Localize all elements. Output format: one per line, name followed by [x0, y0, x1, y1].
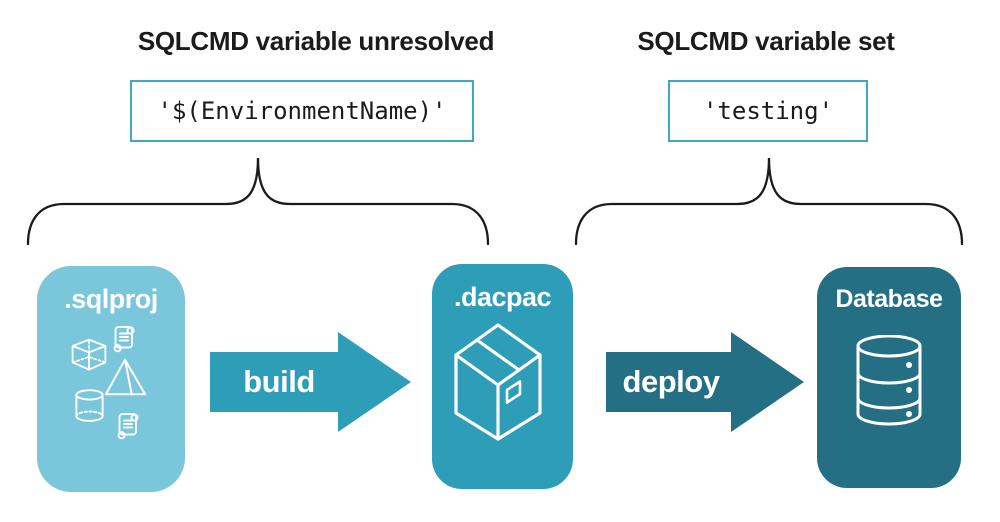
deploy-arrow-label: deploy [622, 364, 720, 399]
heading-sqlcmd-set: SQLCMD variable set [637, 26, 895, 56]
deploy-arrow-shape [606, 332, 804, 432]
stage-sqlproj-label: .sqlproj [64, 284, 158, 314]
stage-database: Database [817, 267, 961, 488]
database-icon [853, 335, 925, 429]
code-box-environment-variable: '$(EnvironmentName)' [130, 80, 474, 142]
deploy-arrow: deploy [606, 330, 806, 434]
heading-sqlcmd-unresolved: SQLCMD variable unresolved [137, 26, 495, 56]
stage-dacpac-label: .dacpac [453, 282, 552, 312]
package-icon [448, 321, 548, 443]
code-text-environment-variable: '$(EnvironmentName)' [157, 97, 447, 125]
cylinder-icon [73, 388, 106, 425]
code-text-testing-value: 'testing' [702, 97, 834, 125]
curly-brace-left [26, 157, 490, 246]
code-box-testing-value: 'testing' [668, 80, 868, 142]
build-arrow-shape [210, 332, 411, 432]
pyramid-icon [103, 356, 147, 398]
stage-dacpac: .dacpac [432, 264, 573, 489]
curly-brace-right [574, 157, 964, 246]
build-arrow: build [210, 330, 413, 434]
script-scroll-icon [111, 323, 137, 353]
stage-database-label: Database [835, 285, 943, 313]
stage-sqlproj: .sqlproj [37, 266, 185, 492]
cube-icon [69, 337, 109, 375]
build-arrow-label: build [243, 364, 315, 399]
script-scroll-icon [115, 410, 141, 440]
